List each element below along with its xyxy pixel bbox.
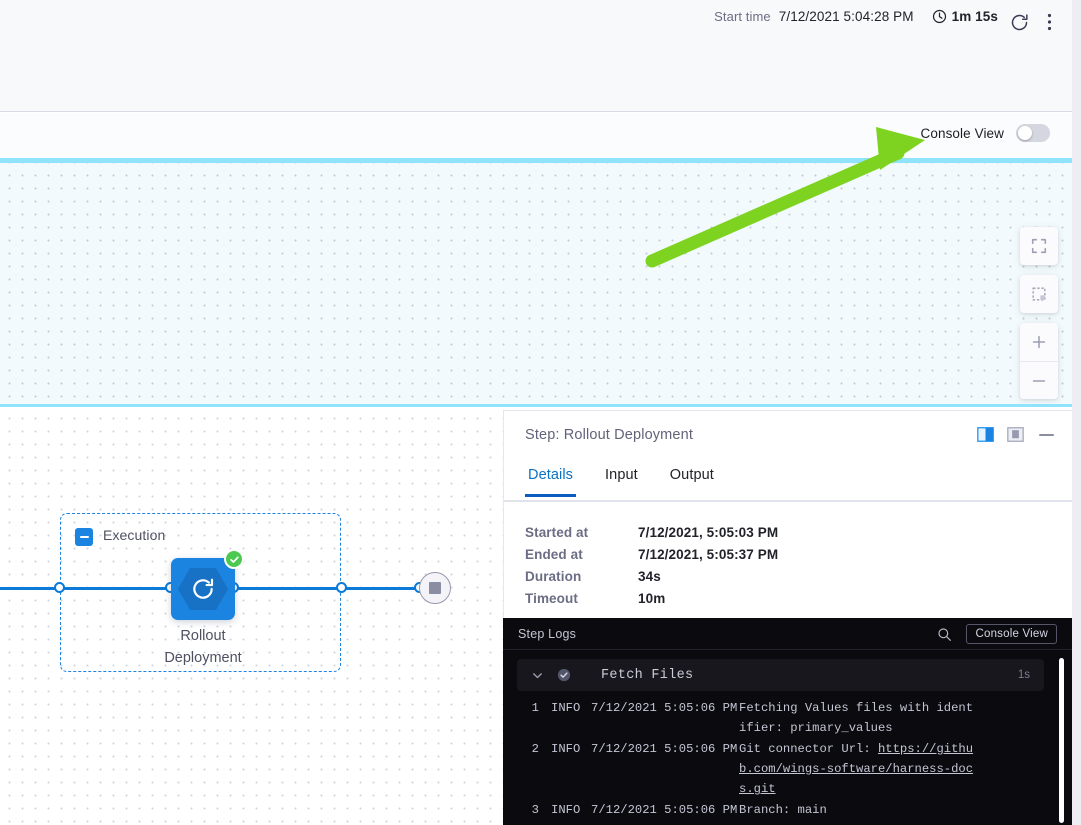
clock-icon bbox=[932, 9, 946, 24]
check-icon bbox=[229, 555, 239, 563]
step-node-rollout-deployment[interactable] bbox=[171, 549, 244, 620]
more-options-button[interactable] bbox=[1038, 9, 1060, 35]
log-line: 3 INFO 7/12/2021 5:05:06 PM Branch: main bbox=[517, 800, 1072, 820]
step-node-label-line2: Deployment bbox=[164, 650, 242, 666]
log-line-level: INFO bbox=[551, 803, 581, 817]
detail-value-ended-at: 7/12/2021, 5:05:37 PM bbox=[638, 547, 779, 562]
log-line-timestamp: 7/12/2021 5:05:06 PM bbox=[591, 803, 738, 817]
detail-value-duration: 34s bbox=[638, 569, 661, 584]
step-detail-header: Step: Rollout Deployment bbox=[504, 411, 1072, 463]
zoom-out-button[interactable] bbox=[1020, 361, 1058, 399]
panel-layout-full-button[interactable] bbox=[1007, 427, 1024, 442]
step-logs-actions: Console View bbox=[937, 624, 1057, 644]
plus-icon bbox=[1032, 335, 1046, 349]
step-detail-list: Started at 7/12/2021, 5:05:03 PM Ended a… bbox=[504, 502, 1072, 606]
edge-dot-left bbox=[54, 582, 65, 593]
log-line-message: Fetching Values files with identifier: p… bbox=[739, 701, 974, 735]
step-node-label: Rollout Deployment bbox=[143, 625, 263, 669]
log-line-timestamp: 7/12/2021 5:05:06 PM bbox=[591, 701, 738, 715]
log-line-number: 1 bbox=[531, 701, 539, 715]
step-logs-title: Step Logs bbox=[518, 627, 577, 641]
edge-dot-right bbox=[336, 582, 347, 593]
log-scrollbar[interactable] bbox=[1059, 658, 1064, 823]
fit-to-screen-button[interactable] bbox=[1020, 227, 1058, 265]
panel-header-actions bbox=[977, 427, 1054, 442]
execution-collapse-button[interactable] bbox=[75, 528, 93, 546]
rollout-deployment-icon bbox=[193, 578, 214, 599]
execution-meta: Start time 7/12/2021 5:04:28 PM 1m 15s bbox=[714, 9, 998, 24]
console-view-toggle[interactable] bbox=[1016, 124, 1050, 142]
panel-minimize-button[interactable] bbox=[1039, 433, 1054, 436]
zoom-in-button[interactable] bbox=[1020, 323, 1058, 361]
log-section-fetch-files[interactable]: Fetch Files 1s bbox=[517, 659, 1044, 691]
zoom-controls bbox=[1020, 323, 1058, 399]
tab-details[interactable]: Details bbox=[525, 463, 577, 497]
step-node-label-line1: Rollout bbox=[180, 628, 226, 644]
log-line-number: 2 bbox=[531, 742, 539, 756]
expand-icon bbox=[1031, 238, 1047, 254]
tab-output[interactable]: Output bbox=[669, 467, 714, 483]
step-status-badge-success bbox=[224, 549, 244, 569]
step-logs-header: Step Logs Console View bbox=[503, 618, 1072, 650]
page-gutter bbox=[1072, 0, 1081, 825]
log-line-timestamp: 7/12/2021 5:05:06 PM bbox=[591, 742, 738, 756]
selection-box-button[interactable] bbox=[1020, 275, 1058, 313]
pipeline-graph-canvas[interactable]: Execution bbox=[0, 410, 503, 825]
step-logs-panel: Step Logs Console View bbox=[503, 618, 1072, 825]
search-icon[interactable] bbox=[937, 627, 952, 642]
log-line-level: INFO bbox=[551, 742, 581, 756]
canvas-controls bbox=[1020, 227, 1058, 399]
log-section-duration: 1s bbox=[1017, 669, 1030, 681]
detail-key-timeout: Timeout bbox=[525, 591, 578, 606]
log-line: 1 INFO 7/12/2021 5:05:06 PM Fetching Val… bbox=[517, 698, 1072, 738]
execution-topbar: Start time 7/12/2021 5:04:28 PM 1m 15s bbox=[0, 0, 1072, 112]
execution-group-label: Execution bbox=[103, 527, 166, 543]
step-detail-tabs: Details Input Output bbox=[504, 463, 1072, 502]
log-section-name: Fetch Files bbox=[601, 667, 694, 683]
step-detail-title: Step: Rollout Deployment bbox=[525, 427, 694, 443]
log-line-link[interactable]: https://github.com/wings-software/harnes… bbox=[739, 742, 974, 796]
tab-input[interactable]: Input bbox=[605, 467, 638, 483]
detail-key-started-at: Started at bbox=[525, 525, 589, 540]
log-line: 2 INFO 7/12/2021 5:05:06 PM Git connecto… bbox=[517, 739, 1072, 799]
hexagon-decoration bbox=[178, 568, 228, 610]
log-lines: 1 INFO 7/12/2021 5:05:06 PM Fetching Val… bbox=[517, 698, 1072, 820]
console-view-label: Console View bbox=[920, 125, 1004, 141]
panel-layout-split-button[interactable] bbox=[977, 427, 994, 442]
marquee-select-icon bbox=[1032, 287, 1046, 301]
detail-value-started-at: 7/12/2021, 5:05:03 PM bbox=[638, 525, 779, 540]
log-line-message: Branch: main bbox=[739, 803, 827, 817]
console-view-control[interactable]: Console View bbox=[920, 124, 1050, 142]
refresh-button[interactable] bbox=[1006, 9, 1032, 35]
kebab-menu-icon bbox=[1047, 13, 1051, 31]
start-time-value: 7/12/2021 5:04:28 PM bbox=[778, 9, 914, 24]
detail-key-ended-at: Ended at bbox=[525, 547, 583, 562]
minus-icon bbox=[1032, 379, 1046, 382]
refresh-icon bbox=[1011, 13, 1028, 30]
log-line-level: INFO bbox=[551, 701, 581, 715]
detail-value-timeout: 10m bbox=[638, 591, 666, 606]
duration-group: 1m 15s bbox=[932, 9, 998, 24]
execution-duration: 1m 15s bbox=[951, 9, 998, 24]
pipeline-canvas-upper[interactable] bbox=[0, 158, 1072, 407]
log-line-number: 3 bbox=[531, 803, 539, 817]
logs-console-view-button[interactable]: Console View bbox=[966, 624, 1057, 644]
toggle-knob bbox=[1018, 126, 1032, 140]
log-line-message: Git connector Url: bbox=[739, 742, 878, 756]
start-time-label: Start time bbox=[714, 9, 771, 24]
step-logs-body[interactable]: Fetch Files 1s 1 INFO 7/12/2021 5:05:06 … bbox=[503, 650, 1072, 825]
chevron-down-icon bbox=[531, 669, 544, 682]
console-view-bar: Console View bbox=[0, 113, 1072, 158]
detail-key-duration: Duration bbox=[525, 569, 582, 584]
log-section-status-icon bbox=[557, 668, 571, 682]
pipeline-end-node[interactable] bbox=[419, 572, 451, 604]
